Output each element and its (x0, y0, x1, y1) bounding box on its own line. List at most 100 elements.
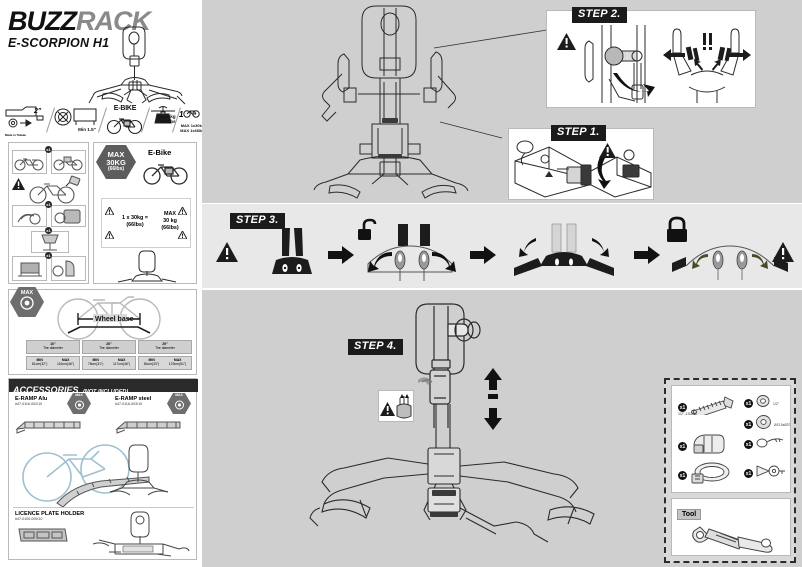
hardware-item-3: x1 (744, 434, 785, 455)
spec-value-capacity: 1 (179, 109, 184, 119)
pannier-bag-prohibited-icon (51, 205, 86, 227)
wheel-icon (19, 295, 35, 315)
step-2-tag: STEP 2. (572, 4, 627, 23)
warning-triangle-icon (216, 242, 238, 267)
rack-weight-icon (148, 105, 178, 130)
callout-leader-lines (433, 29, 548, 139)
ramp-alu-icon (14, 415, 84, 442)
accessories-header: ACCESSORIES (NOT INCLUDED) (9, 379, 198, 395)
formula-right-line1: MAX (164, 211, 176, 217)
warning-triangle-icon (12, 177, 25, 195)
warning-triangle-icon (772, 242, 794, 267)
hardware-spec-0: 1/2"-13UNC (678, 412, 698, 416)
child-seat-prohibited-icon (51, 256, 86, 281)
hardware-list-box: x1 1/2"-13UNC x1 1 (671, 385, 791, 493)
bike-capacity-icon (183, 105, 201, 123)
accessory-licence-plate: LICENCE PLATE HOLDER #47-0100-009/10 (15, 511, 85, 521)
wheelbase-label: Wheel base (95, 316, 134, 323)
max-weight-panel: MAX 30KG (66lbs) E-Bike (93, 142, 197, 284)
unlocked-padlock-icon (356, 218, 382, 249)
mast-fold-down-icon (577, 23, 655, 110)
table-row-2: MIN MAX 84cm(33") 129cm(51") (138, 355, 192, 370)
wheelbase-panel: MAX Wheel base (8, 287, 197, 375)
wheel-strap-icon (690, 460, 732, 491)
brand-name-primary: BUZZ (8, 6, 77, 36)
rack-full-view-icon (300, 404, 620, 559)
step-3-tag: STEP 3. (230, 210, 285, 229)
rack-assembly-exploded-icon (300, 2, 490, 207)
cable-lock-icon (755, 434, 785, 455)
spec-value-max-lbs: MAX 1x66lbs (180, 127, 205, 133)
pinch-hazard-callout (378, 390, 414, 422)
spec-value-weight-lbs: 32.6lbs (160, 119, 176, 125)
table-col-header-0: 10" Tire diameter (26, 340, 80, 354)
e-bike-icon (105, 113, 145, 140)
step-1-tag: STEP 1. (551, 122, 606, 141)
wheel-trays-folded-icon (268, 226, 316, 287)
hardware-item-4: x1 (744, 462, 785, 485)
warning-triangle-icon (177, 202, 188, 220)
warning-triangle-icon (104, 202, 115, 220)
hardware-panel: x1 1/2"-13UNC x1 1 (664, 378, 796, 563)
frame-clamp-icon (690, 432, 726, 461)
table-col-header-1: 26" Tire diameter (82, 340, 136, 354)
spec-strip: 2" Min 1.5" (4, 104, 205, 140)
e-bike-icon (142, 159, 190, 190)
arms-spread-icon (663, 25, 751, 110)
bike-on-ramp-icon (17, 437, 189, 512)
washer-large-icon (755, 414, 772, 435)
warning-triangle-icon (557, 33, 576, 55)
spec-value-hitch: 2" (33, 108, 42, 115)
tandem-bike-prohibited-icon (12, 150, 47, 174)
warning-triangle-icon (104, 226, 115, 244)
ramp-steel-icon (114, 415, 184, 442)
accessories-panel: ACCESSORIES (NOT INCLUDED) E-RAMP Alu #4… (8, 378, 198, 560)
rack-with-plate-icon (85, 510, 193, 565)
hardware-item-5: x1 (678, 460, 732, 491)
wheel-clearance-icon (54, 106, 102, 137)
badge-x1-row3: x1 (45, 201, 52, 208)
badge-x1-row5: x1 (45, 252, 52, 259)
warning-triangle-pinch-hazard-icon (380, 402, 395, 421)
wheelbase-table: 10" Tire diameter 26" Tire diameter 29" … (26, 340, 192, 370)
warning-triangle-icon (177, 226, 188, 244)
hardware-item-6: x1 (678, 432, 726, 461)
step-2-panel: STEP 2. (546, 7, 756, 110)
washer-small-icon (755, 394, 771, 413)
step-4-tag: STEP 4. (348, 336, 403, 355)
bike-wheelbase-icon: Wheel base (53, 293, 173, 346)
brand-name-secondary: RACK (75, 6, 151, 36)
table-col-header-2: 29" Tire diameter (138, 340, 192, 354)
formula-right-line2: 30 kg (163, 217, 177, 224)
step-3-panel: STEP 3. (202, 204, 802, 288)
bike-with-accessory-warning-icon (26, 175, 84, 210)
badge-x1-row4: x1 (45, 227, 52, 234)
hardware-spec-1: 1/2" (773, 401, 779, 406)
ebike-label: E-Bike (148, 148, 172, 157)
accessory-badge-1: MAX (167, 393, 191, 414)
table-row-0: MIN MAX 81cm(32") 116cm(46") (26, 355, 80, 370)
wheel-icon (74, 397, 85, 415)
badge-x1-row1: x1 (45, 146, 52, 153)
warning-triangle-icon (599, 143, 616, 163)
made-in-label: Made in Taiwan (5, 133, 27, 137)
step-1-panel: STEP 1. (508, 125, 654, 200)
hardware-item-2: x1 Ø13.5xØ37 (744, 414, 790, 435)
weight-formula-box: 1 x 30kg = (66lbs) MAX 30 kg (66lbs) (101, 198, 191, 248)
hitch-bike-rack-icon (85, 22, 197, 112)
hardware-spec-2: Ø13.5xØ37 (774, 422, 791, 427)
spec-value-weight: 14.8 kg (160, 114, 176, 119)
mast-height-adjust-icon (404, 294, 490, 439)
rear-rack-box-prohibited-icon (12, 256, 47, 281)
formula-left-line1: 1 x 30kg = (122, 215, 148, 221)
front-basket-prohibited-icon (31, 231, 69, 253)
hardware-item-0: x1 (678, 395, 737, 420)
hitch-pin-rotate-icon (585, 137, 655, 204)
prohibited-bikes-panel: x1 x1 (8, 142, 89, 284)
formula-right-line3: (66lbs) (161, 224, 179, 231)
wheel-icon (174, 397, 185, 415)
recumbent-bike-prohibited-icon (51, 150, 86, 174)
tool-box: Tool (671, 498, 791, 556)
rack-with-ebike-icon (114, 249, 178, 288)
